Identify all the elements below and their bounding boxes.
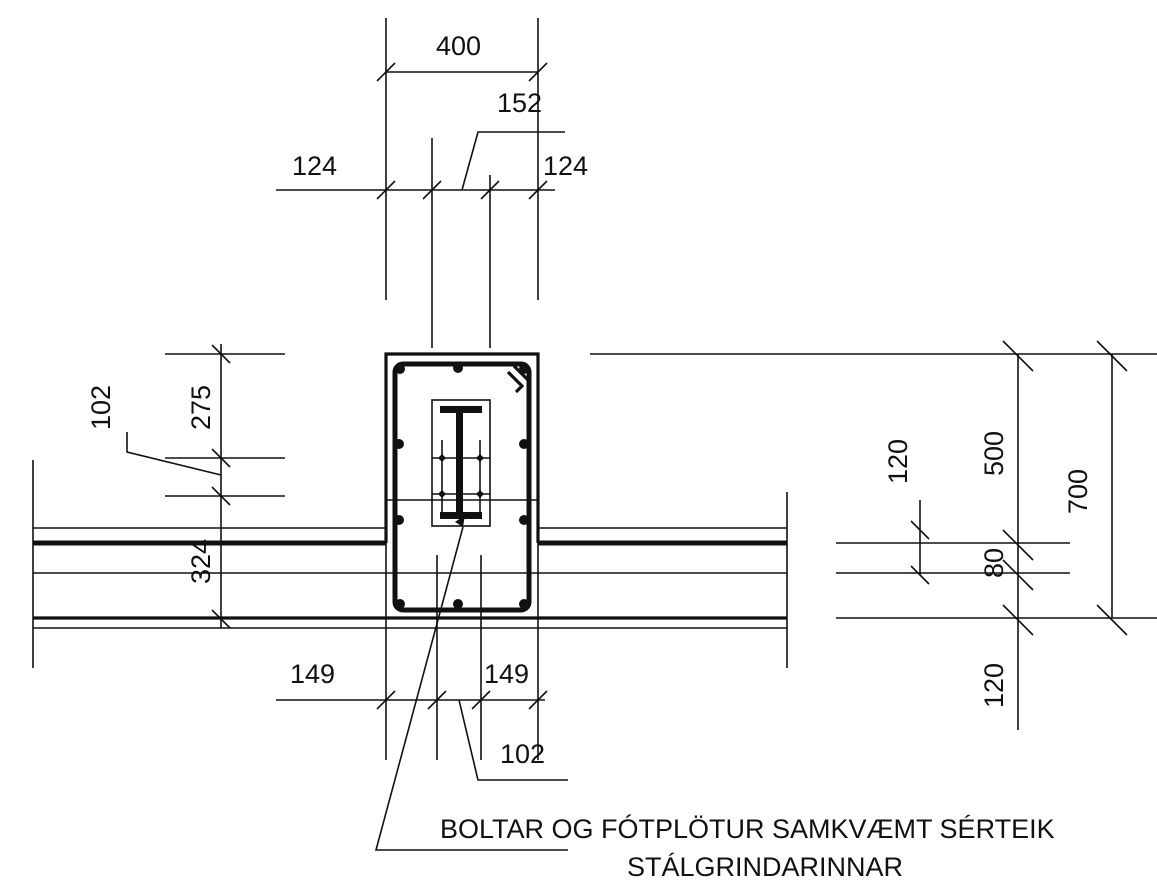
bottom-dimension-group [276, 526, 568, 851]
dim-bottom-149-left: 149 [290, 659, 335, 689]
dim-top-400: 400 [436, 31, 481, 61]
rebar-dot [519, 599, 529, 609]
dim-top-124-right: 124 [543, 151, 588, 181]
rebar-dot [519, 439, 529, 449]
rebar-dot [395, 599, 405, 609]
dim-left-275: 275 [186, 385, 216, 430]
dim-right-500: 500 [979, 431, 1009, 476]
left-dimension-group [126, 344, 285, 629]
rebar-dot [395, 364, 405, 374]
rebar-dot [519, 364, 529, 374]
dim-top-152: 152 [497, 88, 542, 118]
dim-right-120-top: 120 [883, 439, 913, 484]
slab-lines [32, 353, 1157, 668]
note-line-1: BOLTAR OG FÓTPLÖTUR SAMKVÆMT SÉRTEIK [440, 813, 1055, 844]
steel-column-section [431, 399, 491, 527]
rebar-dot [453, 599, 463, 609]
dim-bottom-149-right: 149 [484, 659, 529, 689]
right-dimension-group [910, 340, 1128, 730]
dim-bottom-102: 102 [500, 739, 545, 769]
dim-left-102: 102 [86, 385, 116, 430]
rebar-dot [453, 363, 463, 373]
stirrup-rebar [392, 361, 532, 613]
top-dimension-group [276, 18, 565, 348]
note-line-2: STÁLGRINDARINNAR [627, 852, 903, 882]
dim-right-120-bottom: 120 [979, 663, 1009, 708]
dim-left-324: 324 [186, 539, 216, 584]
dim-top-124-left: 124 [292, 151, 337, 181]
rebar-dot [394, 515, 404, 525]
rebar-dot [519, 515, 529, 525]
dim-right-700: 700 [1063, 469, 1093, 514]
rebar-dot [394, 439, 404, 449]
dim-right-80: 80 [979, 548, 1009, 578]
